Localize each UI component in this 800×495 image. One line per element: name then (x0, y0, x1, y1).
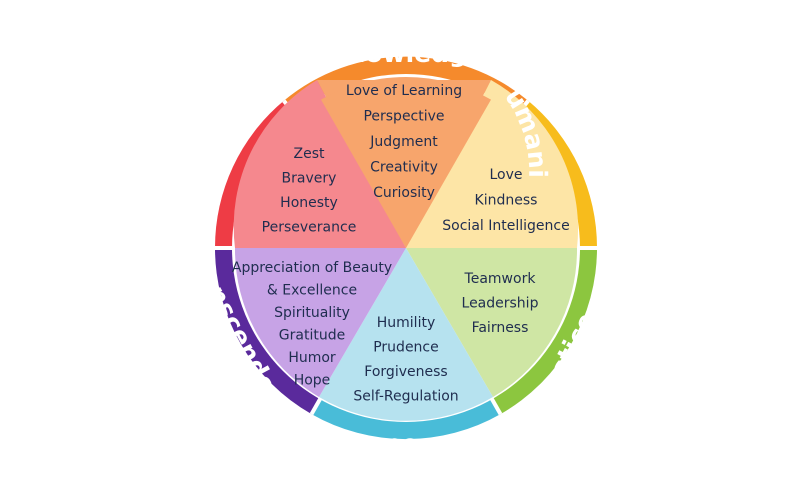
strength-transcendence-4: Humor (288, 350, 336, 366)
strength-wisdom-1: Perspective (363, 109, 444, 125)
virtue-label-temperance: Temperance (327, 429, 497, 458)
strength-transcendence-5: Hope (294, 373, 331, 389)
strength-courage-1: Bravery (282, 171, 337, 187)
strength-humanity-0: Love (489, 167, 522, 183)
strength-humanity-1: Kindness (475, 193, 538, 209)
strength-temperance-2: Forgiveness (364, 364, 447, 380)
strength-temperance-0: Humility (377, 315, 435, 331)
strength-justice-2: Fairness (472, 320, 529, 336)
strength-temperance-3: Self-Regulation (353, 389, 458, 405)
strength-humanity-2: Social Intelligence (442, 218, 569, 234)
strength-transcendence-3: Gratitude (279, 328, 345, 344)
strength-wisdom-2: Judgment (369, 134, 438, 150)
strength-justice-1: Leadership (462, 296, 539, 312)
inner-segment-transcendence (234, 248, 406, 397)
strength-wisdom-0: Love of Learning (346, 83, 462, 99)
strength-courage-0: Zest (294, 146, 325, 162)
virtue-label-wisdom-2: Knowledge (328, 39, 484, 68)
strength-wisdom-4: Curiosity (373, 185, 435, 201)
strength-temperance-1: Prudence (373, 340, 439, 356)
virtue-label-wisdom-1: Wisdom & (335, 13, 478, 42)
inner-segment-humanity (406, 80, 579, 248)
strength-justice-0: Teamwork (464, 271, 537, 287)
strength-courage-3: Perseverance (262, 220, 357, 236)
strength-transcendence-1: & Excellence (267, 283, 357, 299)
inner-segment-courage (233, 80, 406, 248)
strength-courage-2: Honesty (280, 195, 338, 211)
strength-wisdom-3: Creativity (370, 160, 438, 176)
inner-segment-wisdom-arc (321, 76, 491, 248)
strength-lists: Love of LearningPerspectiveJudgmentCreat… (232, 83, 570, 405)
strength-transcendence-0: Appreciation of Beauty (232, 260, 392, 276)
strength-transcendence-2: Spirituality (274, 305, 350, 321)
inner-segment-justice (406, 248, 578, 397)
inner-segment-temperance (319, 248, 493, 421)
